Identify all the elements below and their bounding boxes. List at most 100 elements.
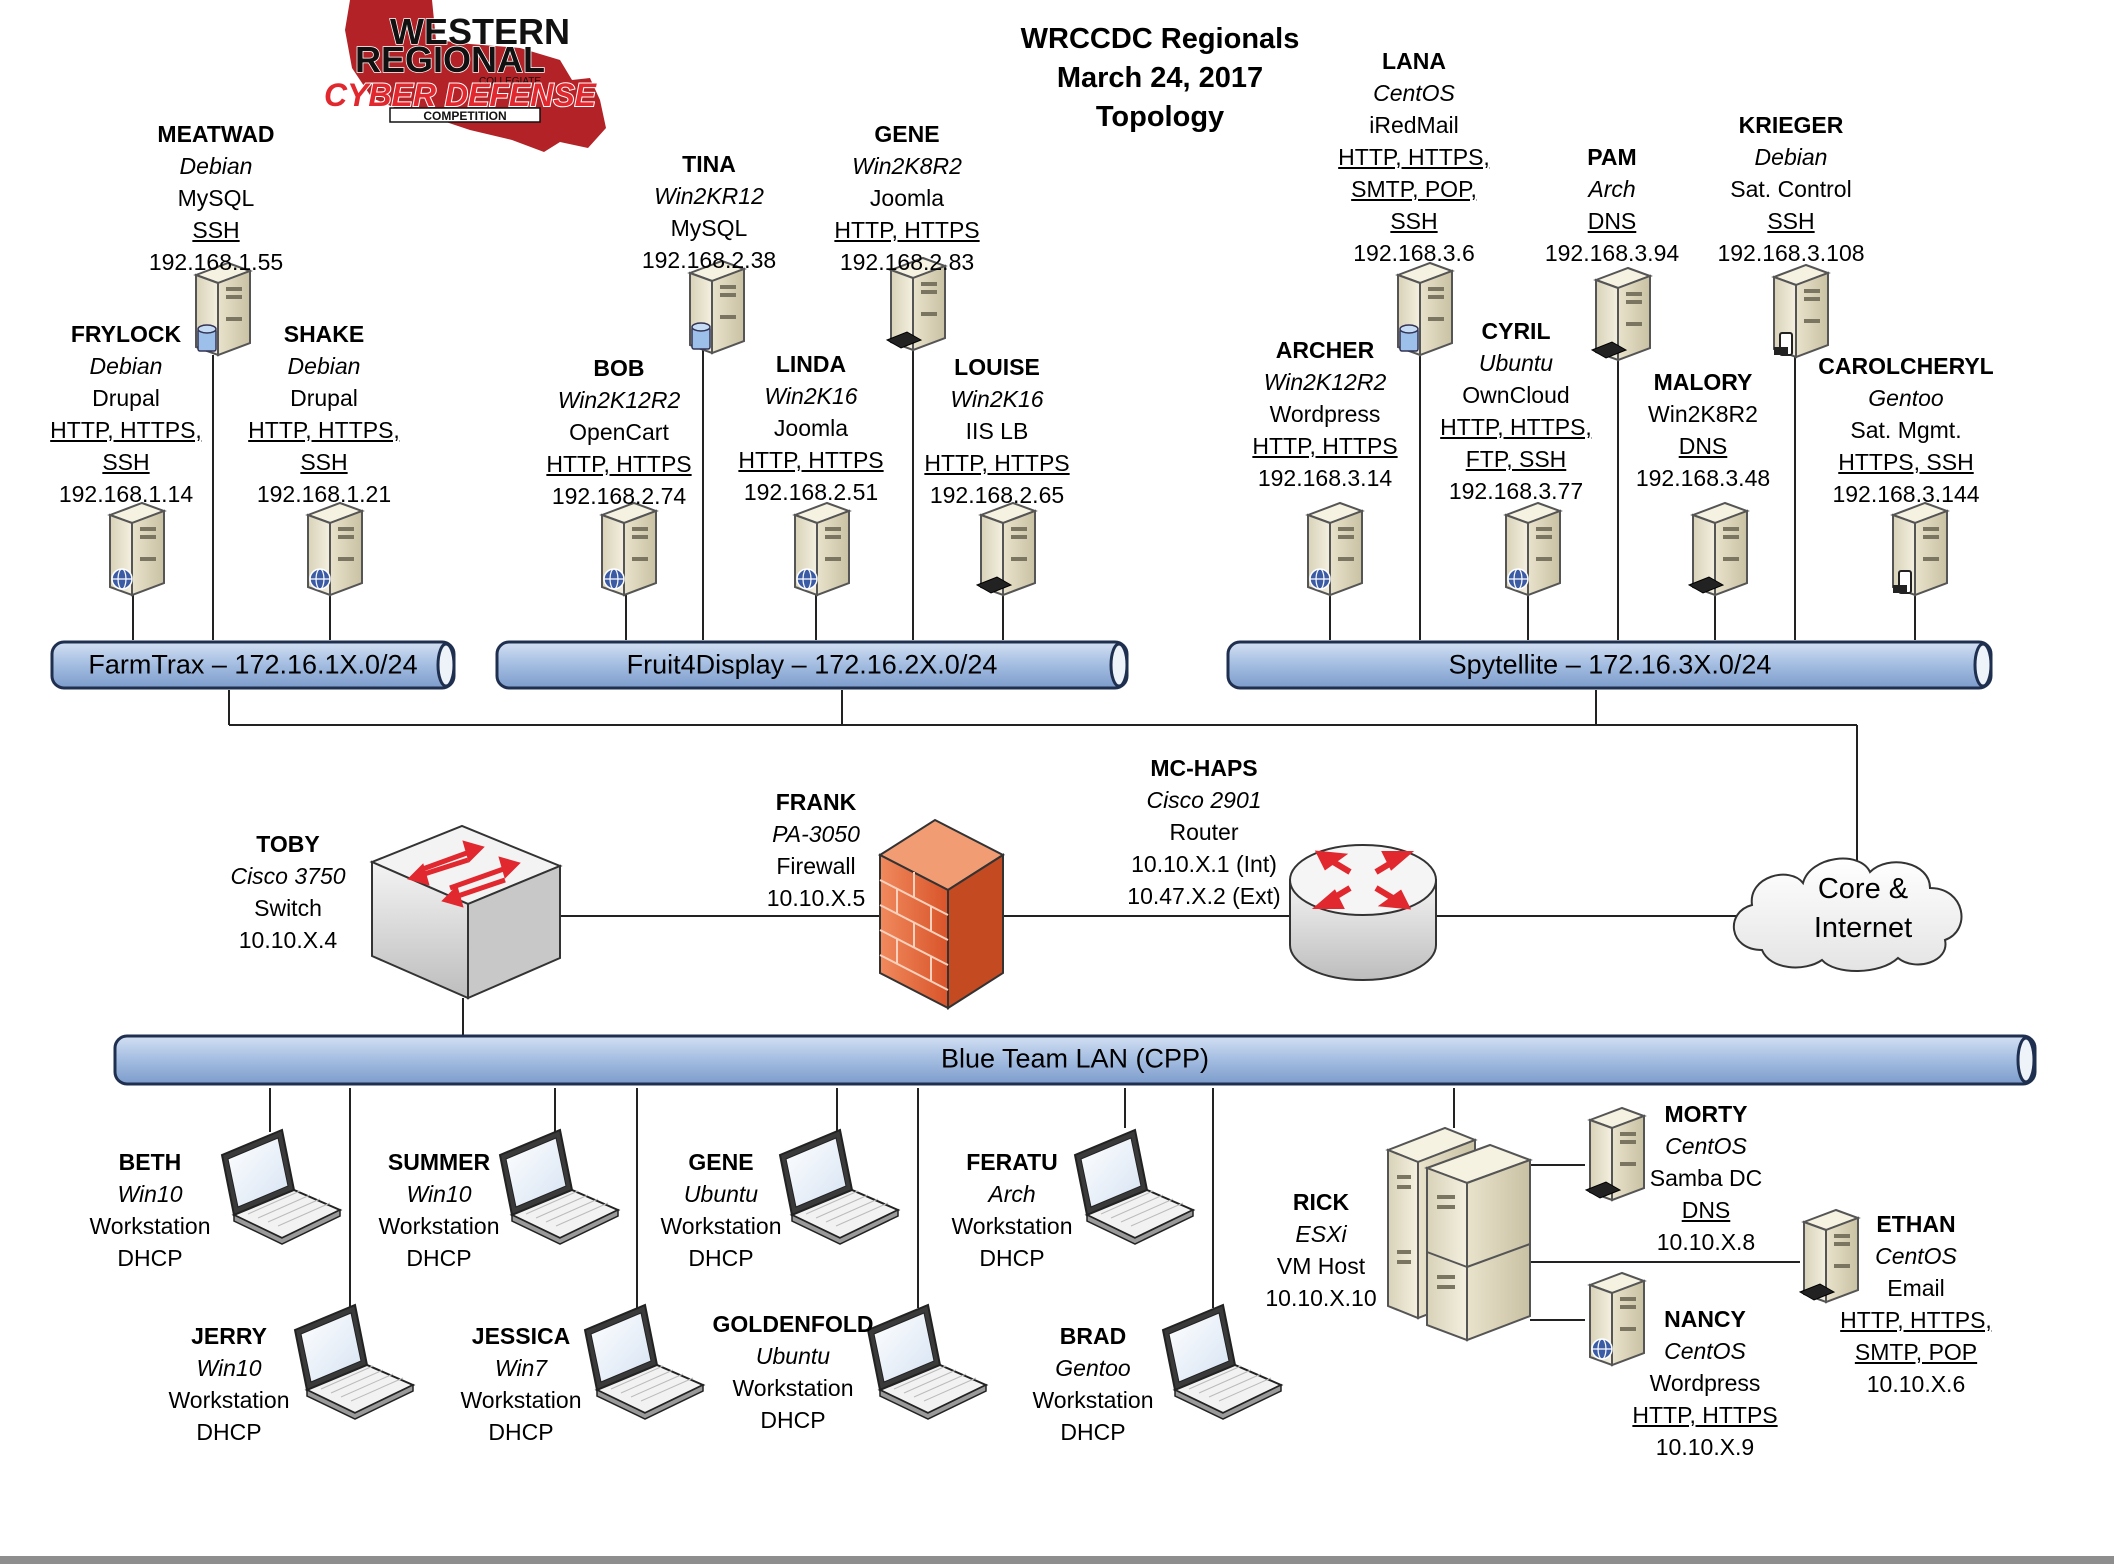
svg-text:WESTERN: WESTERN [390,11,570,52]
host-caption-line: DNS [1587,208,1637,234]
host-caption-line: 192.168.2.65 [929,482,1065,508]
host-caption-line: DHCP [406,1245,472,1271]
host-caption-line: HTTPS, SSH [1838,449,1974,475]
svg-text:COLLEGIATE: COLLEGIATE [479,76,541,87]
host-caption-line: HTTP, HTTPS, [248,417,400,443]
host-caption-line: Debian [89,353,163,379]
host-caption-line: CentOS [1373,80,1455,106]
host-caption-line: DHCP [117,1245,183,1271]
firewall-icon [877,818,1006,1010]
host-caption-line: FTP, SSH [1465,446,1567,472]
server-icon [305,501,365,597]
host-caption-line: CYRIL [1481,318,1551,344]
server-icon [975,501,1038,597]
cloud-icon [1732,857,1963,972]
host-caption-line: MEATWAD [157,121,275,147]
esxi-host-icon [1385,1126,1533,1342]
host-caption-line: FERATU [966,1149,1058,1175]
host-caption-line: 10.10.X.9 [1655,1434,1755,1460]
host-caption-line: PA-3050 [772,821,860,847]
host-caption-line: Ubuntu [683,1181,759,1207]
host-caption-line: Win2K8R2 [852,153,962,179]
diagram-title: WRCCDC Regionals March 24, 2017 Topology [1021,20,1300,137]
host-caption-line: Workstation [89,1213,211,1239]
server-icon [107,501,167,597]
bus-farmtrax [50,640,456,690]
laptop-icon [778,1128,901,1245]
host-caption-line: Win2K16 [764,383,858,409]
host-caption-line: CentOS [1665,1133,1747,1159]
host-caption-line: SHAKE [283,321,365,347]
host-caption-line: Win10 [196,1355,262,1381]
host-caption-line: Win10 [406,1181,472,1207]
host-caption-line: Win2K12R2 [557,387,681,413]
host-caption-line: Workstation [1032,1387,1154,1413]
server-icon [1305,501,1365,597]
router-icon [1289,844,1437,981]
host-caption-line: OwnCloud [1462,382,1570,408]
host-caption-line: Drupal [92,385,160,411]
host-caption-line: Samba DC [1649,1165,1763,1191]
bus-label-farmtrax: FarmTrax – 172.16.1X.0/24 [88,649,418,680]
server-icon [1771,263,1831,359]
host-caption-line: CentOS [1875,1243,1957,1269]
host-caption-line: MySQL [177,185,255,211]
host-caption-line: 192.168.3.94 [1544,240,1680,266]
host-caption-line: GENE [874,121,940,147]
bus-label-spytellite: Spytellite – 172.16.3X.0/24 [1448,649,1772,680]
bus-label-blue-team-lan: Blue Team LAN (CPP) [940,1043,1210,1074]
host-caption-line: PAM [1587,144,1637,170]
host-caption-line: 192.168.1.21 [256,481,392,507]
server-icon [1503,501,1563,597]
host-caption-line: Ubuntu [1478,350,1554,376]
host-caption-line: BRAD [1059,1323,1127,1349]
host-caption-line: RICK [1292,1189,1350,1215]
host-caption-line: SUMMER [387,1149,491,1175]
host-caption-line: NANCY [1664,1306,1746,1332]
host-caption-line: Firewall [776,853,856,879]
server-icon [1395,261,1455,357]
host-caption-line: VM Host [1276,1253,1366,1279]
host-caption-line: 192.168.3.6 [1353,240,1475,266]
host-caption-line: 192.168.3.108 [1717,240,1865,266]
host-caption-line: Switch [254,895,322,921]
cloud-label: Core & Internet [1814,870,1912,948]
host-caption-line: 10.10.X.5 [766,885,866,911]
bus-blue-team-lan [113,1034,2037,1086]
host-caption-line: GENE [688,1149,754,1175]
host-caption-line: GOLDENFOLD [712,1311,874,1337]
host-caption-line: Wordpress [1269,401,1381,427]
host-caption-line: BETH [118,1149,182,1175]
host-caption-line: LANA [1382,48,1446,74]
host-caption-line: 192.168.1.14 [58,481,194,507]
wrccdc-logo: WESTERN REGIONAL COLLEGIATE CYBER DEFENS… [323,0,606,152]
host-caption-line: Drupal [290,385,358,411]
host-caption-line: ETHAN [1876,1211,1956,1237]
host-caption-line: Workstation [660,1213,782,1239]
host-caption-line: MC-HAPS [1150,755,1258,781]
host-caption-line: HTTP, HTTPS, [1840,1307,1992,1333]
server-icon [599,501,659,597]
host-caption-line: JESSICA [471,1323,571,1349]
laptop-icon [293,1303,416,1420]
host-caption-line: LOUISE [954,354,1040,380]
host-caption-line: DHCP [196,1419,262,1445]
host-caption-line: JERRY [191,1323,267,1349]
bus-label-fruit4display: Fruit4Display – 172.16.2X.0/24 [626,649,998,680]
host-caption-line: 192.168.1.55 [148,249,284,275]
host-caption-line: ESXi [1295,1221,1347,1247]
host-caption-line: Win2KR12 [654,183,764,209]
title-line-3: Topology [1095,101,1225,133]
host-caption-line: HTTP, HTTPS, [1440,414,1592,440]
host-caption-line: 192.168.2.83 [839,249,975,275]
